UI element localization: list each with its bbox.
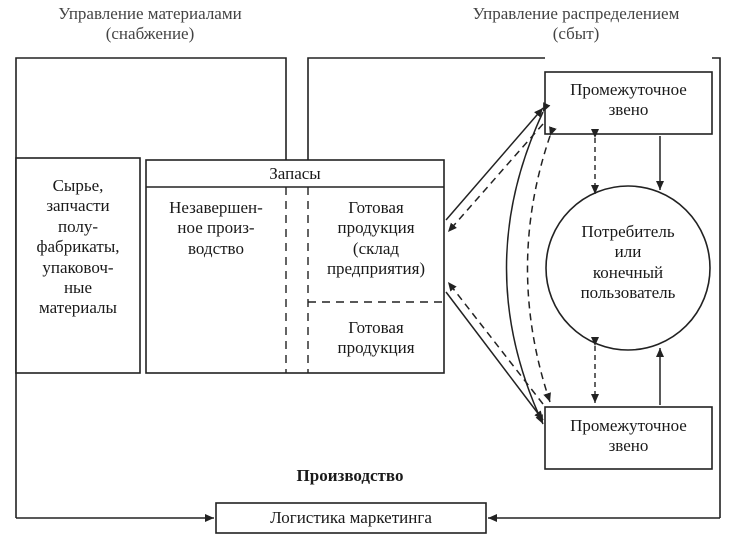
curve-dashed-top-bottom: [526, 126, 557, 403]
production-label: Производство: [296, 466, 404, 485]
finished-warehouse-label: Готовая продукция (склад предприятия): [326, 198, 426, 279]
distribution-frame-right: [712, 57, 721, 518]
intermediate-top-label: Промежуточное звено: [570, 80, 687, 120]
intermediate-bottom-box: [544, 406, 713, 470]
arrow-bottom-to-stock-dashed: [447, 281, 544, 405]
stocks-box: [145, 159, 445, 374]
marketing-logistics-label: Логистика маркетинга: [270, 508, 432, 527]
marketing-logistics-box: [215, 502, 487, 534]
arrow-top-to-stock-dashed: [447, 123, 544, 233]
raw-materials-label: Сырье, запчасти полу- фабрикаты, упаково…: [36, 176, 120, 318]
distribution-frame: [307, 57, 545, 160]
curve-solid-top-bottom: [505, 102, 551, 425]
arrow-stock-to-bottom-solid: [445, 291, 544, 421]
finished-goods-label: Готовая продукция: [337, 318, 415, 358]
distribution-header: Управление распределением (сбыт): [472, 4, 680, 44]
arrow-stock-to-top-solid: [445, 107, 544, 221]
materials-header: Управление материалами (снабжение): [58, 4, 242, 44]
raw-materials-box: [15, 157, 141, 374]
wip-label: Незавершен- ное произ- водство: [169, 198, 263, 258]
stocks-title: Запасы: [269, 164, 321, 183]
consumer-label: Потребитель или конечный пользователь: [580, 222, 676, 303]
intermediate-bottom-label: Промежуточное звено: [570, 416, 687, 456]
